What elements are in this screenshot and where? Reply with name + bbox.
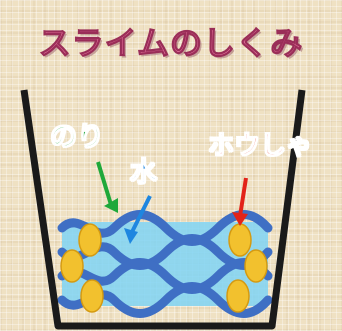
- borax-particle-icon: [80, 279, 104, 313]
- arrow-borax: [232, 177, 248, 226]
- borax-particle-icon: [78, 223, 102, 257]
- arrow-head-icon: [232, 212, 248, 226]
- polymer-chain-icon: [57, 258, 273, 294]
- arrow-head-icon: [104, 198, 118, 213]
- arrow-water: [124, 195, 152, 244]
- borax-particles-left: [60, 223, 104, 313]
- label-borax: ホウしゃ: [207, 130, 313, 161]
- label-water: 水: [129, 156, 157, 188]
- borax-particle-icon: [228, 223, 252, 257]
- borax-particle-icon: [244, 249, 268, 283]
- arrow-icon: [238, 177, 248, 217]
- borax-particle-icon: [226, 279, 250, 313]
- arrow-icon: [96, 161, 114, 209]
- cup-icon: [20, 89, 306, 330]
- diagram-title: スライムのしくみ: [38, 23, 304, 62]
- arrow-icon: [130, 195, 152, 233]
- borax-particles-right: [226, 223, 268, 313]
- arrow-head-icon: [124, 228, 138, 244]
- label-glue: のり: [49, 121, 104, 153]
- borax-particle-icon: [60, 249, 84, 283]
- arrow-glue: [96, 161, 118, 213]
